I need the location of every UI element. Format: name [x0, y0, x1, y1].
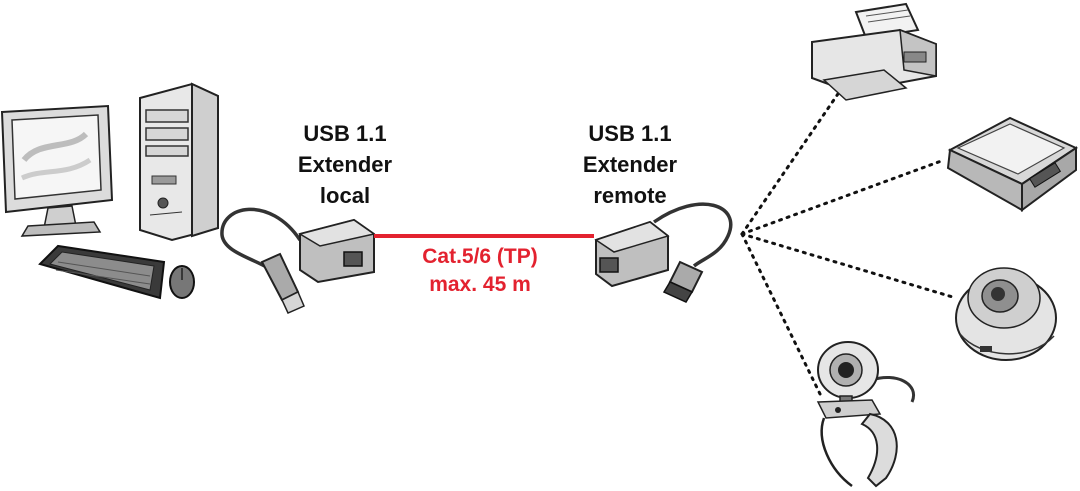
connection-lines [740, 86, 958, 400]
cable-label: Cat.5/6 (TP) max. 45 m [380, 243, 580, 299]
mouse-icon [169, 265, 195, 299]
local-extender-label-line1: USB 1.1 [303, 121, 387, 146]
monitor-icon [0, 104, 114, 237]
connection-line-webcam [740, 232, 824, 400]
desktop-computer [0, 82, 219, 300]
local-extender-label-line2: Extender [297, 152, 393, 177]
usb-socket-plug-icon [662, 260, 704, 303]
remote-extender-device [594, 202, 733, 303]
extender-box-remote-icon [594, 220, 670, 288]
local-extender-device [220, 207, 376, 314]
scanner-icon [946, 116, 1079, 212]
keyboard-icon [38, 244, 166, 300]
cable-distance-text: max. 45 m [429, 273, 531, 296]
connection-line-scanner [740, 158, 946, 236]
remote-extender-label-line2: Extender [582, 152, 678, 177]
printer-icon [811, 2, 937, 101]
cable-type-text: Cat.5/6 (TP) [422, 245, 538, 268]
dome-camera-icon [955, 267, 1057, 361]
local-extender-label: USB 1.1 Extender local [270, 118, 420, 211]
webcam-icon [816, 341, 916, 488]
remote-extender-label-line3: remote [593, 183, 667, 208]
connection-line-camera [740, 232, 958, 300]
computer-tower-icon [139, 82, 219, 242]
usb-plug-icon [260, 252, 305, 314]
local-extender-label-line3: local [319, 183, 371, 208]
remote-extender-label-line1: USB 1.1 [588, 121, 672, 146]
extender-box-local-icon [298, 218, 376, 284]
remote-extender-label: USB 1.1 Extender remote [550, 118, 710, 211]
connection-line-printer [740, 86, 844, 236]
